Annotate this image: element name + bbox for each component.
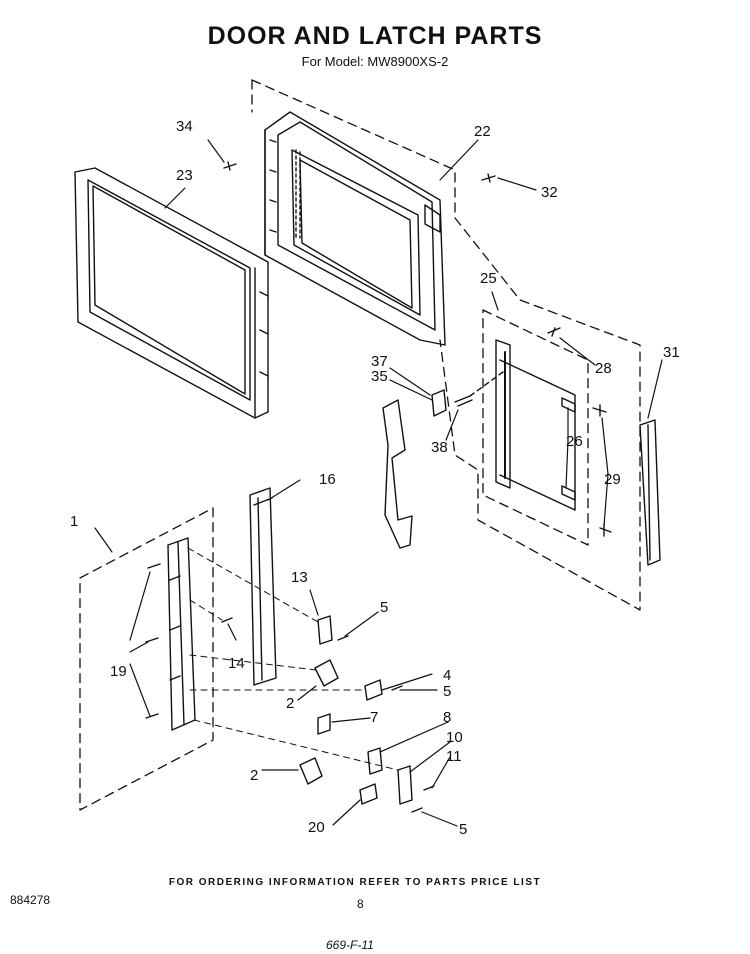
screw-part-19-c <box>145 713 159 719</box>
screw-part-32 <box>481 173 496 183</box>
callout-1: 1 <box>70 513 78 530</box>
callout-20: 20 <box>308 819 325 836</box>
door-assembly-outline <box>251 79 641 611</box>
page-title: DOOR AND LATCH PARTS <box>207 22 543 50</box>
screw-part-28 <box>547 327 561 337</box>
screw-part-19-a <box>147 563 161 569</box>
latch-lever-part-35 <box>382 371 504 549</box>
callout-2-upper: 2 <box>286 695 294 712</box>
latch-part-2-upper <box>314 659 339 687</box>
callout-34: 34 <box>176 118 193 135</box>
callout-38: 38 <box>431 439 448 456</box>
screw-part-34 <box>223 161 237 171</box>
model-subtitle: For Model: MW8900XS-2 <box>301 54 449 69</box>
screw-part-5-c <box>411 807 423 813</box>
screw-part-5-b <box>391 685 403 691</box>
callout-11: 11 <box>446 748 462 765</box>
callout-26: 26 <box>566 433 583 450</box>
callout-labels: 1 2 2 4 5 5 5 7 8 10 11 13 14 16 19 20 2… <box>70 118 680 838</box>
leader-lines <box>94 139 663 827</box>
screw-part-29-upper <box>592 404 607 417</box>
latch-part-13 <box>317 615 333 645</box>
callout-19: 19 <box>110 663 127 680</box>
seal-strip-part-31 <box>639 419 661 566</box>
callout-16: 16 <box>319 471 336 488</box>
door-frame-part-23 <box>74 167 269 419</box>
callout-32: 32 <box>541 184 558 201</box>
latch-assembly-outline <box>482 309 589 546</box>
latch-part-2-lower <box>299 757 323 785</box>
page-number: 8 <box>357 897 364 911</box>
callout-23: 23 <box>176 167 193 184</box>
screws <box>145 161 612 813</box>
latch-plate-part-25 <box>495 339 576 511</box>
callout-29: 29 <box>604 471 621 488</box>
callout-5-a: 5 <box>380 599 388 616</box>
screw-part-29-lower <box>599 523 612 537</box>
callout-25: 25 <box>480 270 497 287</box>
callout-10: 10 <box>446 729 463 746</box>
choke-assembly-outline <box>79 507 214 811</box>
shim-part-7 <box>317 713 331 735</box>
handwritten-note: 669-F-11 <box>326 938 374 952</box>
choke-cover-part-16 <box>249 487 277 686</box>
choke-frame-part-1 <box>167 537 196 731</box>
callout-31: 31 <box>663 344 680 361</box>
callout-13: 13 <box>291 569 308 586</box>
ordering-note: FOR ORDERING INFORMATION REFER TO PARTS … <box>168 877 542 888</box>
screw-part-19-b <box>145 637 159 643</box>
callout-14: 14 <box>228 655 245 672</box>
stop-part-20 <box>359 783 378 805</box>
callout-2-lower: 2 <box>250 767 258 784</box>
switch-part-10 <box>397 765 413 805</box>
latch-hardware <box>299 615 413 805</box>
callout-5-b: 5 <box>443 683 451 700</box>
screw-part-14 <box>221 617 233 623</box>
inner-door-panel-part-22 <box>264 111 446 346</box>
callout-8: 8 <box>443 709 451 726</box>
callout-37: 37 <box>371 353 388 370</box>
latch-pin-part-38 <box>454 395 473 407</box>
stop-part-4 <box>364 679 383 701</box>
latch-hook-part-37 <box>431 389 447 417</box>
callout-7: 7 <box>370 709 378 726</box>
alignment-lines <box>187 547 399 771</box>
callout-35: 35 <box>371 368 388 385</box>
callout-5-c: 5 <box>459 821 467 838</box>
callout-22: 22 <box>474 123 491 140</box>
callout-4: 4 <box>443 667 451 684</box>
callout-28: 28 <box>595 360 612 377</box>
document-number: 884278 <box>10 893 51 907</box>
latch-springs-part-26 <box>561 397 576 501</box>
latch-part-8 <box>367 747 383 775</box>
screw-part-5-a <box>337 635 349 641</box>
